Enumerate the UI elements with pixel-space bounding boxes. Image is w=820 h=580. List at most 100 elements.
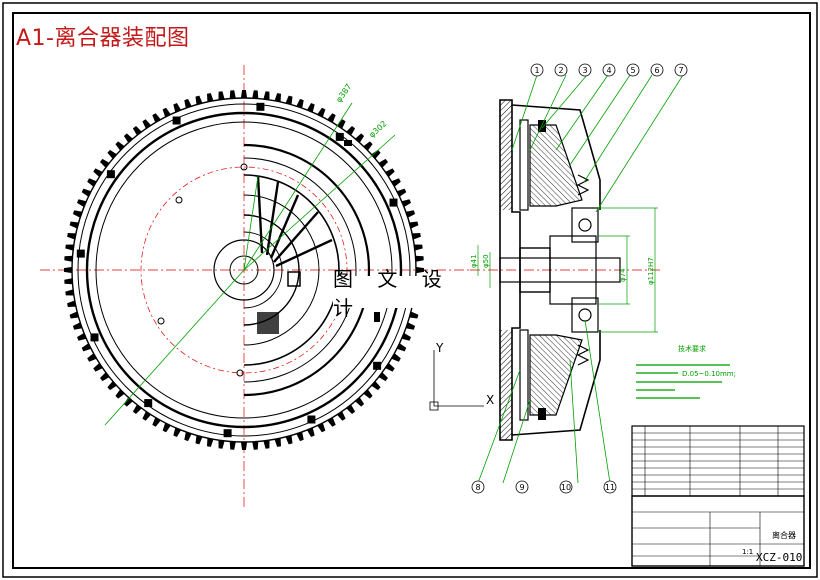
leader [541, 74, 588, 129]
gear-tooth [363, 389, 373, 399]
gear-tooth [385, 168, 395, 177]
drawing-number: XCZ-010 [756, 551, 803, 564]
gear-tooth [123, 133, 133, 143]
balloon-circle [602, 63, 616, 77]
dim-left-2: φ50 [482, 254, 490, 268]
leader [477, 369, 521, 484]
balloon-label: 8 [475, 483, 480, 492]
leader [243, 102, 353, 271]
gear-tooth [274, 438, 281, 447]
gear-tooth [64, 278, 73, 285]
release-bearing-top [571, 207, 599, 243]
hatched-insert [257, 312, 279, 334]
gear-tooth [263, 91, 270, 100]
finger [269, 194, 300, 259]
balloon-label: 1 [534, 66, 539, 75]
bearing-ball [578, 308, 592, 322]
gear-tooth [385, 363, 395, 372]
ring-gear-root [71, 97, 417, 443]
balloon-circle [650, 63, 664, 77]
finger [273, 211, 319, 263]
gear-tooth [378, 372, 388, 382]
gear-tooth [207, 438, 214, 447]
input-shaft [499, 257, 621, 283]
dim-bearing: φ112H7 [647, 257, 655, 285]
balloon-label: 9 [519, 483, 524, 492]
rim-bolt [144, 399, 153, 408]
release-bearing-bottom [571, 297, 599, 333]
leader [529, 74, 567, 151]
gear-tooth [405, 322, 416, 330]
finger [265, 181, 280, 256]
bearing-race [571, 297, 599, 333]
leader [502, 399, 531, 484]
gear-tooth [93, 363, 103, 372]
cover-bottom [511, 330, 601, 436]
title-block-frame [631, 495, 805, 567]
balloon-label: 3 [582, 66, 587, 75]
gear-tooth [229, 90, 236, 99]
gear-tooth [195, 95, 203, 105]
leader [555, 74, 609, 151]
gear-tooth [337, 411, 346, 421]
leader [583, 74, 653, 183]
gear-tooth [218, 91, 225, 100]
balloon-label: 11 [605, 483, 615, 492]
gear-tooth [412, 233, 421, 240]
gear-tooth [65, 244, 74, 251]
disc-arc [243, 194, 320, 346]
gear-tooth [415, 255, 424, 262]
dim-left-1: φ41 [470, 254, 478, 268]
ucs-x-label: X [486, 393, 494, 407]
balloon-circle [603, 480, 617, 494]
balloon-circle [530, 63, 544, 77]
scale-value: 1:1 [742, 548, 753, 556]
ucs-origin [429, 401, 439, 411]
gear-tooth [378, 158, 388, 168]
balloons-top: 1 2 3 4 5 6 7 [530, 63, 688, 77]
gear-tooth [405, 210, 416, 218]
flywheel-face [95, 121, 393, 419]
gear-tooth [132, 126, 142, 136]
gear-tooth [64, 255, 73, 262]
ucs-icon [429, 350, 484, 411]
gear-tooth [296, 98, 304, 109]
gear-tooth [346, 404, 356, 414]
balloon-circle [554, 63, 568, 77]
balloon-label: 4 [606, 66, 611, 75]
friction-disc-top [519, 119, 529, 211]
bearing-ball [578, 218, 592, 232]
leader [511, 74, 538, 151]
balloon-label: 7 [678, 66, 683, 75]
balloon-label: 6 [654, 66, 659, 75]
gear-tooth [207, 93, 214, 102]
finger [256, 175, 264, 254]
gear-tooth [296, 431, 304, 442]
leader [104, 269, 245, 426]
gear-tooth [67, 300, 76, 307]
pressure-plate-arc [243, 174, 340, 366]
gear-tooth [72, 210, 83, 218]
gear-tooth [72, 322, 83, 330]
balloon-label: 5 [630, 66, 635, 75]
leader [569, 74, 631, 166]
gear-tooth [229, 441, 236, 450]
rim-bolt [76, 249, 85, 258]
gear-tooth [142, 411, 151, 421]
leader [243, 134, 396, 271]
bolt-hole [157, 317, 165, 325]
gear-tooth [100, 372, 110, 382]
gear-tooth [218, 440, 225, 449]
balloon-label: 2 [558, 66, 563, 75]
leader [569, 359, 579, 484]
gear-tooth [371, 149, 381, 159]
gear-tooth [132, 404, 142, 414]
rim-bolt [389, 198, 398, 207]
dim-pitch-diameter: φ302 [367, 119, 388, 139]
gear-tooth [100, 158, 110, 168]
bolt [538, 120, 546, 132]
gear-tooth [285, 95, 293, 105]
